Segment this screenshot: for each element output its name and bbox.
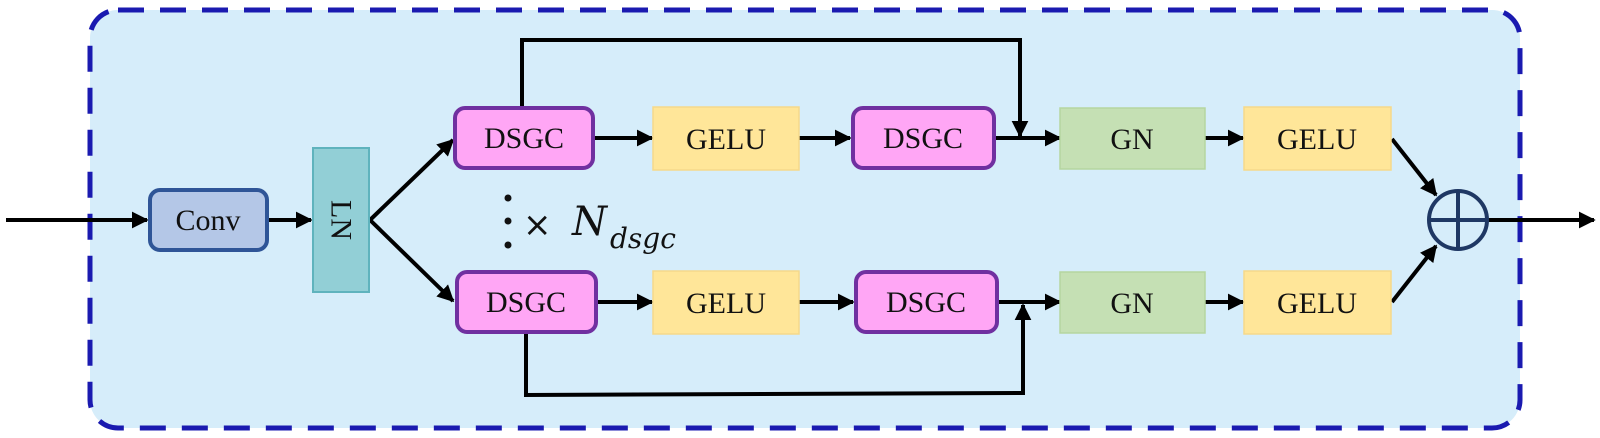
bottom-dsgc-1-node[interactable]: DSGC [455, 270, 598, 334]
bottom-gelu-2-node[interactable]: GELU [1243, 270, 1392, 335]
bottom-dsgc-1-label: DSGC [486, 286, 566, 319]
edges [6, 38, 1596, 398]
edge-top-skip [520, 38, 1029, 138]
top-dsgc-1-label: DSGC [484, 122, 564, 155]
repeat-count-symbol: N [571, 199, 609, 245]
top-gn-label: GN [1110, 123, 1153, 156]
conv-label: Conv [175, 204, 240, 237]
edge-top-gelu2-sum [1390, 137, 1438, 197]
edge-ln-bottom-dsgc [368, 218, 455, 303]
times-symbol: × [523, 205, 552, 245]
repeat-annotation: × N dsgc [504, 194, 676, 255]
top-gelu-1-node[interactable]: GELU [652, 106, 800, 171]
top-gelu-2-label: GELU [1277, 123, 1357, 156]
bottom-gelu-1-node[interactable]: GELU [652, 270, 800, 335]
repeat-count-subscript: dsgc [610, 222, 676, 255]
bottom-dsgc-2-label: DSGC [886, 286, 966, 319]
bottom-gn-node[interactable]: GN [1059, 271, 1206, 334]
bottom-dsgc-2-node[interactable]: DSGC [854, 270, 999, 334]
bottom-gelu-2-label: GELU [1277, 287, 1357, 320]
ln-node[interactable]: LN [312, 147, 370, 293]
top-gn-node[interactable]: GN [1059, 107, 1206, 170]
top-dsgc-2-label: DSGC [883, 122, 963, 155]
conv-node[interactable]: Conv [148, 188, 269, 252]
top-dsgc-2-node[interactable]: DSGC [851, 106, 996, 170]
bottom-gelu-1-label: GELU [686, 287, 766, 320]
ln-label: LN [325, 200, 358, 240]
top-gelu-2-node[interactable]: GELU [1243, 106, 1392, 171]
vdots-icon [504, 194, 512, 202]
top-gelu-1-label: GELU [686, 123, 766, 156]
edge-bottom-gelu2-sum [1390, 244, 1438, 304]
edge-bottom-skip [524, 303, 1032, 398]
sum-node[interactable] [1427, 189, 1489, 251]
edge-ln-top-dsgc [368, 138, 455, 222]
bottom-gn-label: GN [1110, 287, 1153, 320]
top-dsgc-1-node[interactable]: DSGC [453, 106, 595, 170]
